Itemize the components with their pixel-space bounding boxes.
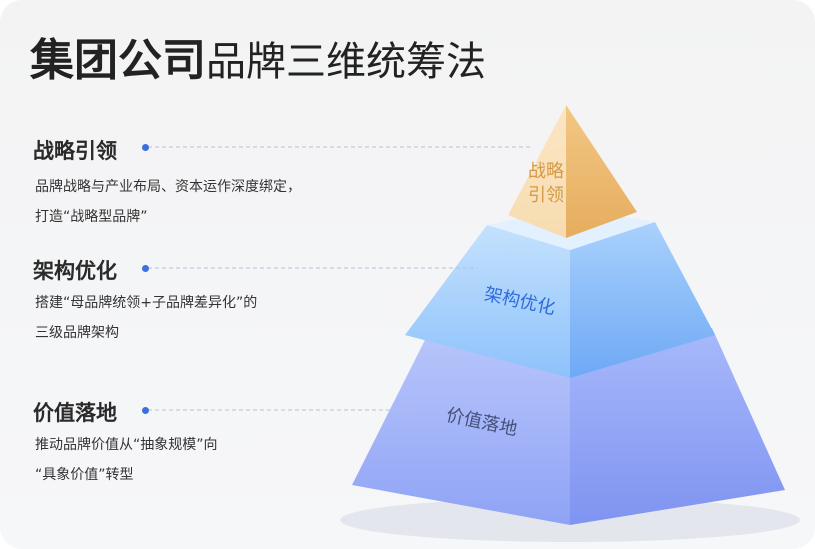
bullet-dot — [142, 144, 149, 151]
top-label-line1: 战略 — [528, 161, 564, 182]
desc-line: 搭建“母品牌统领+子品牌差异化”的 — [35, 295, 258, 311]
section-heading-value: 价值落地 — [33, 401, 117, 425]
section-heading-architecture: 架构优化 — [33, 259, 117, 283]
top-tier-left-face — [508, 105, 566, 238]
bottom-tier-left-face — [352, 330, 570, 525]
bottom-tier-right-face — [570, 328, 785, 525]
desc-line: “具象价值”转型 — [35, 467, 134, 483]
top-tier-right-face — [566, 105, 637, 238]
desc-line: 打造“战略型品牌” — [35, 209, 148, 225]
desc-line: 推动品牌价值从“抽象规模”向 — [35, 437, 218, 453]
middle-tier-left-face — [405, 225, 570, 378]
middle-tier-right-face — [570, 222, 715, 378]
top-label-line2: 引领 — [528, 185, 564, 206]
page-title: 集团公司品牌三维统筹法 — [30, 24, 486, 88]
section-desc-architecture: 搭建“母品牌统领+子品牌差异化”的三级品牌架构 — [35, 288, 257, 348]
section-desc-value: 推动品牌价值从“抽象规模”向 “具象价值”转型 — [35, 430, 218, 490]
pyramid-top-label: 战略引领 — [528, 160, 564, 208]
title-normal: 品牌三维统筹法 — [206, 39, 486, 85]
title-bold: 集团公司 — [30, 35, 206, 86]
desc-line: 品牌战略与产业布局、资本运作深度绑定， — [35, 179, 301, 195]
section-desc-strategy: 品牌战略与产业布局、资本运作深度绑定， 打造“战略型品牌” — [35, 172, 301, 232]
bullet-dot — [142, 407, 149, 414]
desc-line: 三级品牌架构 — [35, 325, 119, 341]
bullet-dot — [142, 265, 149, 272]
section-heading-strategy: 战略引领 — [33, 139, 117, 163]
